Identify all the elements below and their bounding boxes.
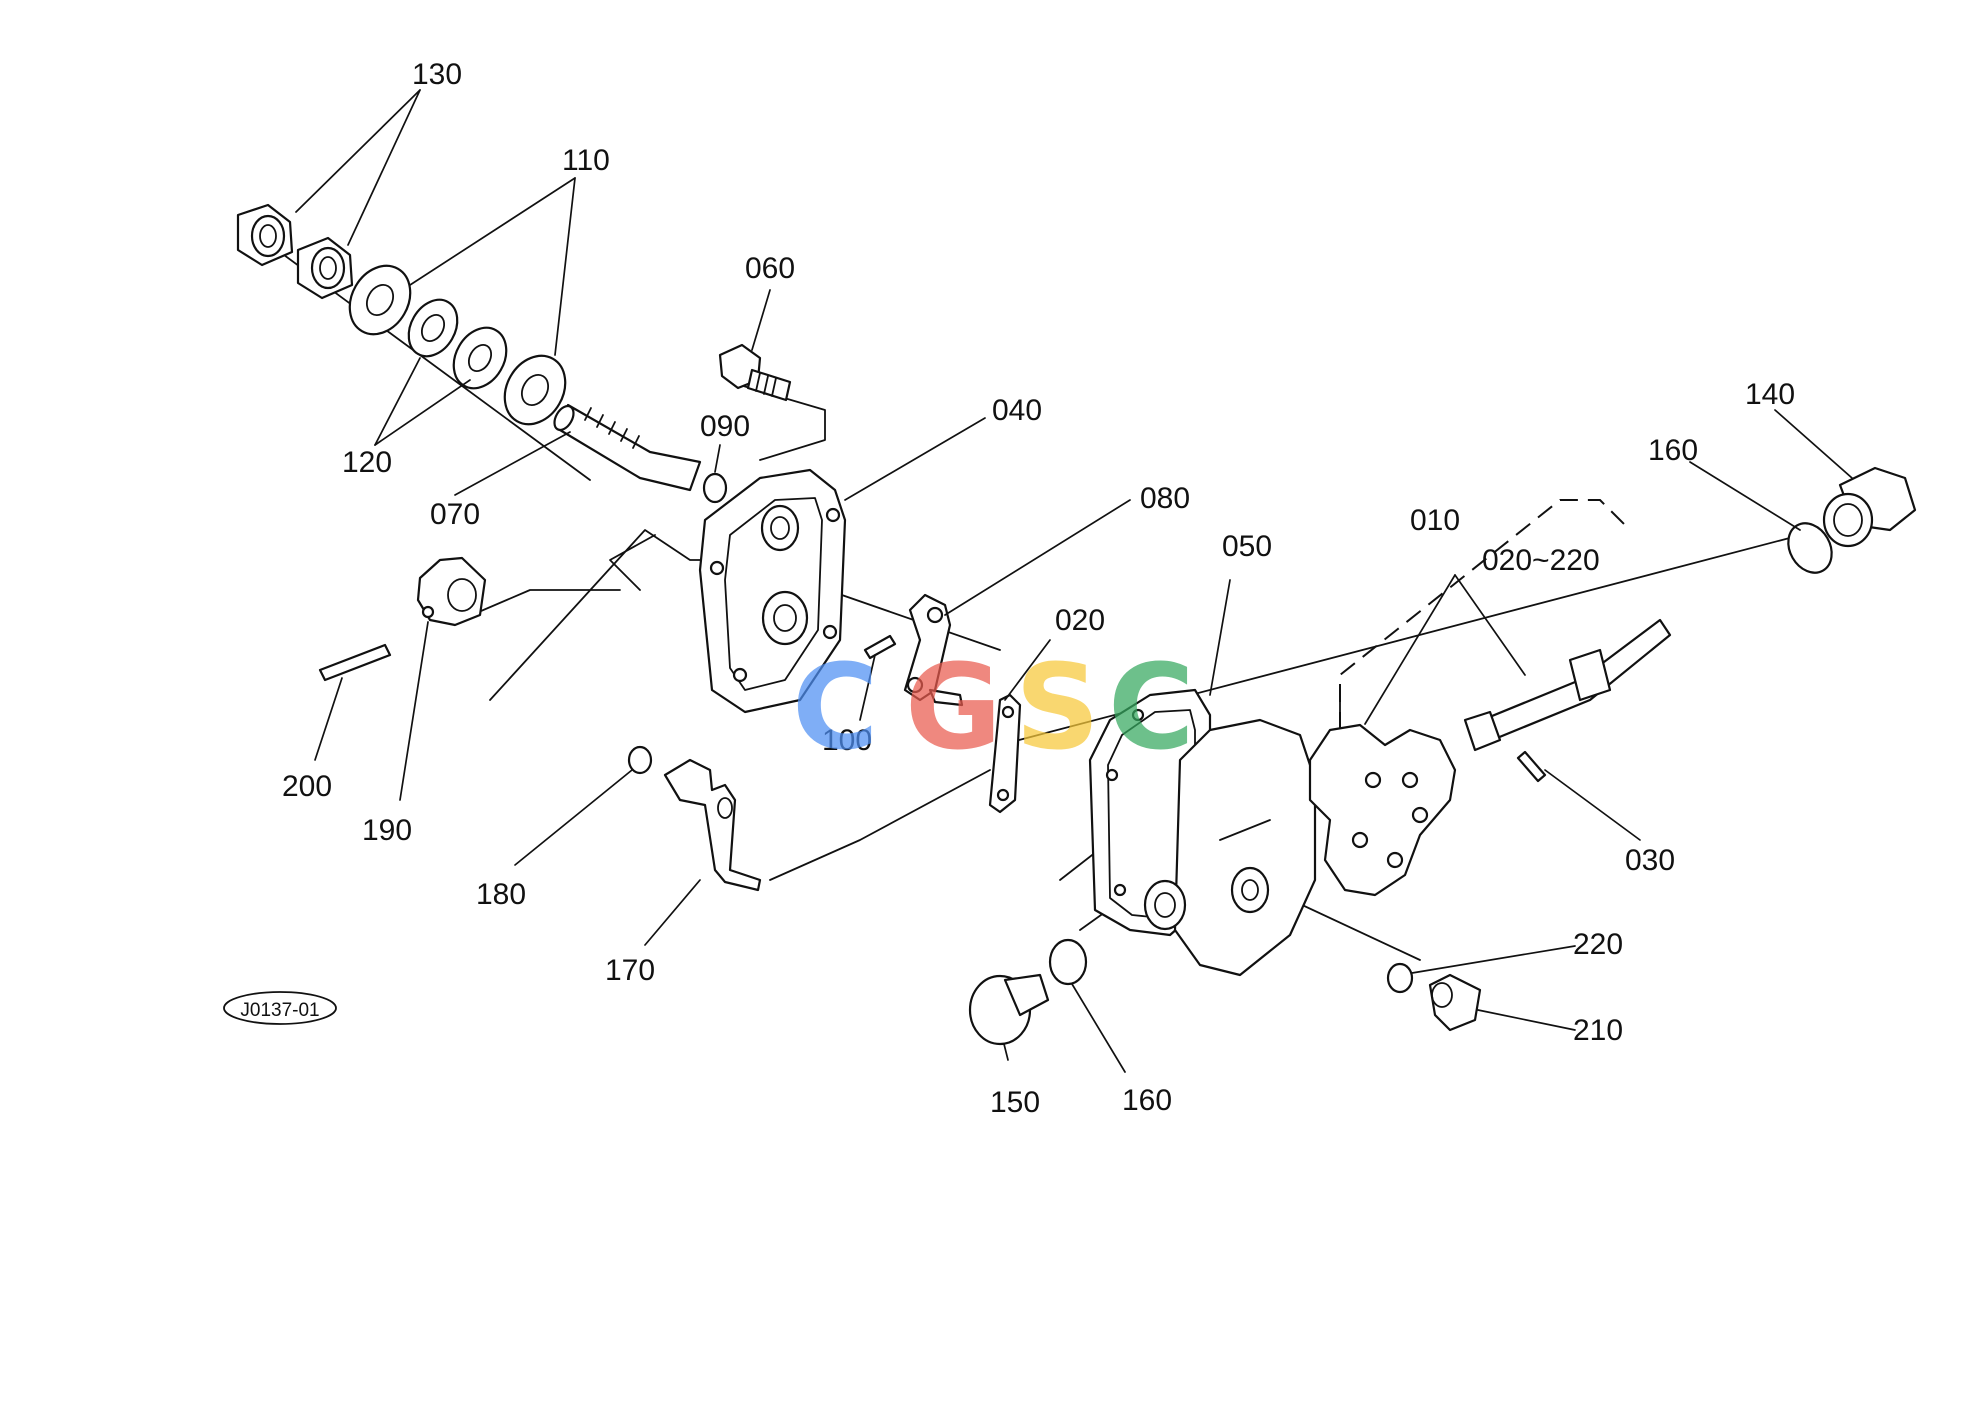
- part-o-ring-180: [627, 745, 653, 775]
- callout-070: 070: [430, 498, 480, 531]
- part-nut-outer: [236, 203, 294, 267]
- part-pin-100: [863, 634, 897, 660]
- callout-160-bottom: 160: [1122, 1084, 1172, 1117]
- part-plug-140: [1822, 466, 1917, 548]
- callout-170: 170: [605, 954, 655, 987]
- part-shaft-170: [663, 758, 762, 892]
- part-drive-shaft: [1463, 618, 1672, 752]
- part-o-ring-220: [1386, 962, 1414, 994]
- part-cover-plate: [698, 468, 847, 714]
- callout-210: 210: [1573, 1014, 1623, 1047]
- callout-160-top: 160: [1648, 434, 1698, 467]
- part-pin-030: [1516, 750, 1547, 783]
- watermark-letter-2: G: [905, 638, 1002, 776]
- part-link-080: [903, 593, 964, 707]
- part-washer-3: [503, 354, 567, 426]
- callout-180: 180: [476, 878, 526, 911]
- callout-040: 040: [992, 394, 1042, 427]
- part-plug-210: [1428, 973, 1482, 1032]
- watermark-logo: C G S C: [792, 638, 1195, 776]
- callout-labels: 130 110 120 070 060 090 040 080 020 100 …: [282, 58, 1795, 1119]
- callout-110: 110: [562, 144, 610, 177]
- callout-130: 130: [412, 58, 462, 91]
- part-plate-020: [988, 693, 1022, 814]
- part-washer-1: [348, 264, 412, 336]
- part-o-ring-160-top: [1787, 522, 1833, 574]
- part-gear-body: [1308, 723, 1457, 897]
- part-nut-inner: [296, 236, 354, 300]
- part-o-ring-090: [702, 472, 728, 504]
- callout-100: 100: [822, 724, 872, 757]
- callout-050: 050: [1222, 530, 1272, 563]
- part-threaded-shaft: [553, 403, 702, 492]
- part-pin-200: [318, 643, 392, 682]
- callout-120: 120: [342, 446, 392, 479]
- callout-010: 010: [1410, 504, 1460, 537]
- callout-080: 080: [1140, 482, 1190, 515]
- callout-020: 020: [1055, 604, 1105, 637]
- callout-020-220: 020~220: [1482, 544, 1600, 577]
- watermark-letter-4: C: [1108, 638, 1195, 776]
- leader-lines: [295, 89, 1853, 1073]
- part-o-ring-160-bottom: [1048, 938, 1088, 986]
- part-lever: [416, 556, 487, 627]
- watermark-letter-1: C: [792, 638, 879, 776]
- callout-220: 220: [1573, 928, 1623, 961]
- callout-090: 090: [700, 410, 750, 443]
- diagram-code-stamp: J0137-01: [223, 991, 337, 1025]
- callout-150: 150: [990, 1086, 1040, 1119]
- watermark-letter-3: S: [1015, 638, 1100, 776]
- part-bolt: [718, 343, 792, 402]
- callout-190: 190: [362, 814, 412, 847]
- callout-060: 060: [745, 252, 795, 285]
- callout-140: 140: [1745, 378, 1795, 411]
- part-plug-150: [968, 973, 1050, 1046]
- part-spring-washer-1: [407, 298, 459, 358]
- callout-030: 030: [1625, 844, 1675, 877]
- diagram-code: J0137-01: [240, 1000, 319, 1021]
- part-pump-housing: [1088, 688, 1317, 977]
- part-spring-washer-2: [452, 326, 508, 390]
- callout-200: 200: [282, 770, 332, 803]
